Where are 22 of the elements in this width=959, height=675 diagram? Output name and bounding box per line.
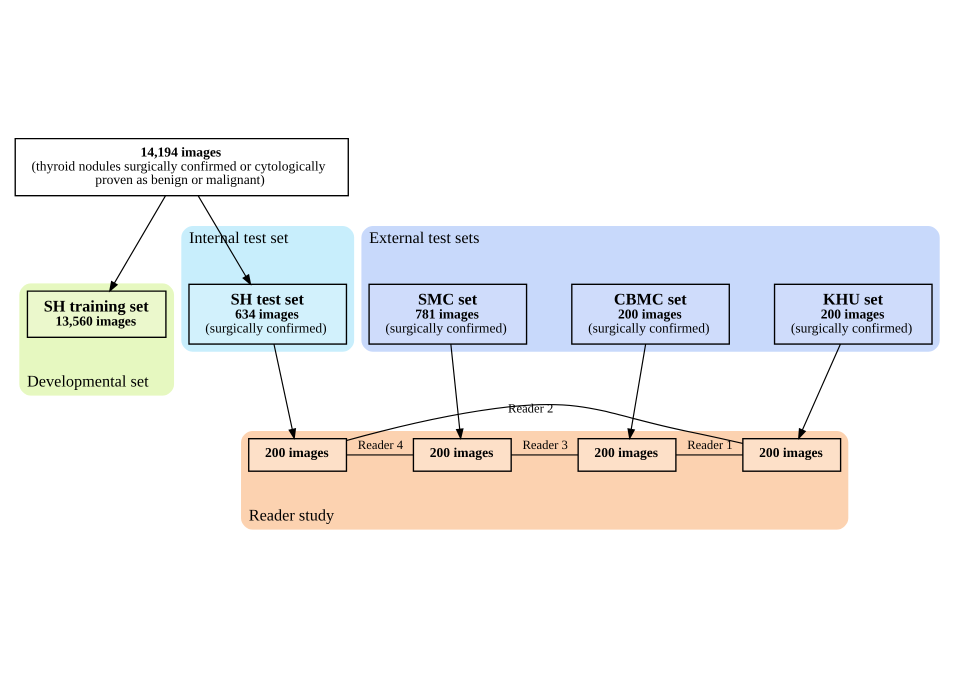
node-box: SH test set 634 images (surgically confirmed) xyxy=(188,284,348,345)
node-box: 200 images xyxy=(742,438,842,472)
connector xyxy=(676,454,743,456)
arrow xyxy=(450,344,464,440)
edge-label: Reader 1 xyxy=(687,438,733,452)
arrow xyxy=(798,344,841,440)
edge-label: Reader 4 xyxy=(358,438,404,452)
connector xyxy=(346,404,743,444)
connector xyxy=(346,454,414,456)
edge-label: Reader 3 xyxy=(522,438,568,452)
node-box: 200 images xyxy=(412,438,512,472)
arrow xyxy=(627,344,646,440)
node-box: 200 images xyxy=(577,438,677,472)
node-box: KHU set 200 images (surgically confirmed) xyxy=(774,284,933,345)
node-box: 14,194 images (thyroid nodules surgically confirmed or cytologically proven as benign or malignant) xyxy=(14,138,349,196)
node-box: SMC set 781 images (surgically confirmed) xyxy=(368,284,528,345)
node-box: 200 images xyxy=(248,438,348,472)
arrow xyxy=(108,195,166,292)
connector xyxy=(511,454,578,456)
node-box: SH training set 13,560 images xyxy=(26,290,167,338)
arrow xyxy=(273,344,296,440)
node-box: CBMC set 200 images (surgically confirmed) xyxy=(571,284,730,345)
